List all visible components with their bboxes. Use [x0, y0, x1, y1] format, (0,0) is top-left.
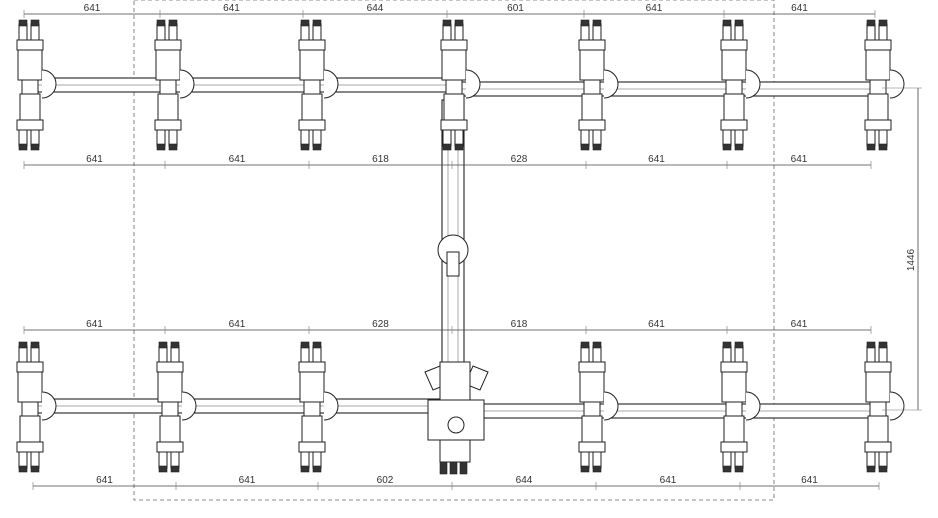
bottom-upper-dim-label-3: 628 [372, 319, 389, 330]
top-lower-dim-label-6: 641 [791, 154, 808, 165]
top-microscope-unit-3 [298, 19, 339, 151]
top-upper-dim-label-5: 641 [646, 3, 663, 14]
central-main-head [424, 361, 489, 475]
top-lower-dim-label-4: 628 [511, 154, 528, 165]
top-microscope-unit-2 [154, 19, 195, 151]
top-microscope-unit-5 [578, 19, 619, 151]
top-lower-dim-label-1: 641 [86, 154, 103, 165]
top-upper-dim-label-6: 641 [791, 3, 808, 14]
top-upper-dim-label-1: 641 [84, 3, 101, 14]
vertical-dim-label: 1446 [906, 248, 917, 271]
dimension-lines: 641 641 644 601 641 641 641 641 618 628 641 641 641 6… [23, 3, 880, 490]
top-microscope-unit-4 [440, 19, 481, 151]
bottom-microscope-unit-6 [864, 341, 905, 473]
bottom-microscope-unit-3 [298, 341, 339, 473]
top-microscope-unit-6 [720, 19, 761, 151]
bottom-microscope-unit-1 [16, 341, 57, 473]
bottom-lower-dim-label-1: 641 [96, 475, 113, 486]
bottom-upper-dim-label-1: 641 [86, 319, 103, 330]
bottom-upper-dim-label-4: 618 [511, 319, 528, 330]
top-lower-dim-label-5: 641 [648, 154, 665, 165]
bottom-microscope-unit-4 [578, 341, 619, 473]
bottom-lower-dim-label-2: 641 [239, 475, 256, 486]
top-upper-dim-label-2: 641 [223, 3, 240, 14]
dashed-boundary [133, 0, 775, 501]
bottom-upper-dim-label-5: 641 [648, 319, 665, 330]
bottom-lower-dim-label-3: 602 [377, 475, 394, 486]
bottom-microscope-unit-5 [720, 341, 761, 473]
bottom-lower-dim-label-5: 641 [660, 475, 677, 486]
top-upper-dim-label-3: 644 [367, 3, 384, 14]
vertical-dimension: 1446 [882, 87, 922, 411]
top-lower-dim-label-3: 618 [372, 154, 389, 165]
column-joint [437, 234, 469, 266]
bottom-lower-dim-label-6: 641 [801, 475, 818, 486]
microscope-units [16, 19, 905, 473]
bottom-upper-dim-label-6: 641 [791, 319, 808, 330]
bottom-microscope-unit-2 [156, 341, 197, 473]
top-microscope-unit-7 [864, 19, 905, 151]
top-lower-dim-label-2: 641 [229, 154, 246, 165]
top-upper-dim-label-4: 601 [507, 3, 524, 14]
bottom-lower-dim-label-4: 644 [516, 475, 533, 486]
top-microscope-unit-1 [16, 19, 57, 151]
bottom-upper-dim-label-2: 641 [229, 319, 246, 330]
